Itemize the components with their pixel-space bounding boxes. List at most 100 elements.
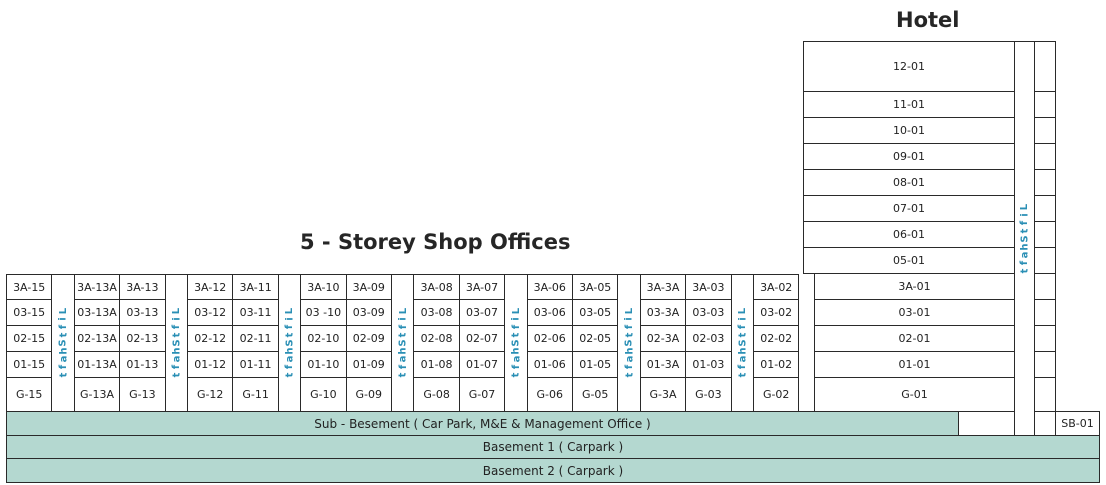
hotel-floor: 08-01 — [803, 169, 1015, 196]
hotel-floor: 10-01 — [803, 117, 1015, 144]
lift-letter: f — [1019, 220, 1031, 226]
lift-letter: t — [397, 372, 409, 378]
shop-unit: 01-10 — [300, 351, 347, 378]
lift-letter: S — [624, 339, 636, 347]
lift-letter: h — [284, 347, 296, 355]
shop-unit: 02-03 — [685, 325, 732, 352]
lift-letter: f — [1019, 260, 1031, 266]
shop-unit: 03-03 — [685, 299, 732, 326]
hotel-floor: 05-01 — [803, 247, 1015, 274]
shop-unit: 03 -10 — [300, 299, 347, 326]
hotel-side-cell — [1034, 143, 1056, 170]
shop-unit: 03-3A — [639, 299, 687, 326]
lift-letter: h — [171, 347, 183, 355]
hotel-side-cell — [1034, 273, 1056, 300]
shop-unit: 03-05 — [572, 299, 619, 326]
basement-1: Basement 1 ( Carpark ) — [6, 435, 1100, 459]
shop-unit: 3A-15 — [6, 274, 53, 300]
shop-unit: G-12 — [187, 377, 234, 412]
hotel-title: Hotel — [896, 8, 960, 32]
shop-unit: 02-13A — [73, 325, 121, 352]
hotel-floor: 03-01 — [814, 299, 1015, 326]
shop-unit: 02-02 — [753, 325, 800, 352]
shop-unit: 02-12 — [187, 325, 234, 352]
lift-letter: h — [624, 347, 636, 355]
lift-letter: f — [58, 324, 70, 330]
lift-letter: L — [171, 307, 183, 315]
lift-letter: t — [171, 372, 183, 378]
shop-unit: G-08 — [413, 377, 460, 412]
shop-offices-title: 5 - Storey Shop Offices — [300, 230, 571, 254]
lift-letter: f — [510, 364, 522, 370]
lift-letter: a — [284, 355, 296, 363]
lift-letter: i — [171, 317, 183, 321]
lift-letter: h — [737, 347, 749, 355]
lift-letter: a — [624, 355, 636, 363]
lift-letter: t — [624, 332, 636, 338]
shop-unit: 3A-05 — [572, 274, 619, 300]
lift-letter: f — [397, 324, 409, 330]
lift-letter: f — [737, 364, 749, 370]
lift-letter: S — [510, 339, 522, 347]
lift-letter: t — [397, 332, 409, 338]
lift-letter: h — [397, 347, 409, 355]
lift-letter: i — [58, 317, 70, 321]
shop-unit: 02-05 — [572, 325, 619, 352]
shop-unit: G-10 — [300, 377, 347, 412]
shop-unit: 01-07 — [458, 351, 506, 378]
shop-unit: 02-15 — [6, 325, 53, 352]
lift-letter: L — [397, 307, 409, 315]
hotel-side-cell — [1034, 169, 1056, 196]
shop-unit: 01-09 — [345, 351, 392, 378]
shop-unit: G-05 — [572, 377, 619, 412]
shop-unit: 01-3A — [639, 351, 687, 378]
shop-unit: G-13A — [73, 377, 121, 412]
lift-letter: i — [397, 317, 409, 321]
lift-letter: t — [171, 332, 183, 338]
lift-letter: t — [58, 372, 70, 378]
basement-2: Basement 2 ( Carpark ) — [6, 458, 1100, 483]
lift-letter: f — [737, 324, 749, 330]
lift-letter: f — [624, 324, 636, 330]
shop-unit: 3A-3A — [639, 274, 687, 300]
lift-letter: f — [58, 364, 70, 370]
hotel-side-cell — [1034, 91, 1056, 118]
shop-unit: 02-11 — [232, 325, 279, 352]
shop-unit: 02-07 — [458, 325, 506, 352]
shop-unit: 3A-06 — [526, 274, 573, 300]
lift-letter: L — [284, 307, 296, 315]
lift-letter: f — [510, 324, 522, 330]
lift-letter: t — [1019, 268, 1031, 274]
shop-unit: 03-12 — [187, 299, 234, 326]
hotel-floor: 02-01 — [814, 325, 1015, 352]
shop-unit: 3A-03 — [685, 274, 732, 300]
lift-letter: t — [1019, 228, 1031, 234]
lift-letter: f — [284, 324, 296, 330]
shop-unit: 03-13 — [119, 299, 166, 326]
lift-letter: t — [737, 332, 749, 338]
shop-unit: 02-13 — [119, 325, 166, 352]
hotel-floor: 06-01 — [803, 221, 1015, 248]
hotel-side-cell — [1034, 195, 1056, 222]
shop-unit: 02-08 — [413, 325, 460, 352]
lift-letter: i — [510, 317, 522, 321]
lift-letter: a — [397, 355, 409, 363]
lift-letter: h — [58, 347, 70, 355]
shop-unit: 01-13 — [119, 351, 166, 378]
shop-unit: 01-08 — [413, 351, 460, 378]
shop-unit: 01-03 — [685, 351, 732, 378]
shop-unit: 02-09 — [345, 325, 392, 352]
shop-unit: 01-15 — [6, 351, 53, 378]
shop-unit: G-09 — [345, 377, 392, 412]
hotel-side-cell — [1034, 299, 1056, 326]
shop-unit: 03-15 — [6, 299, 53, 326]
lift-letter: f — [171, 364, 183, 370]
shop-unit: 3A-07 — [458, 274, 506, 300]
lift-letter: a — [58, 355, 70, 363]
lift-letter: t — [58, 332, 70, 338]
lift-letter: S — [284, 339, 296, 347]
lift-letter: L — [510, 307, 522, 315]
shop-unit: 02-06 — [526, 325, 573, 352]
